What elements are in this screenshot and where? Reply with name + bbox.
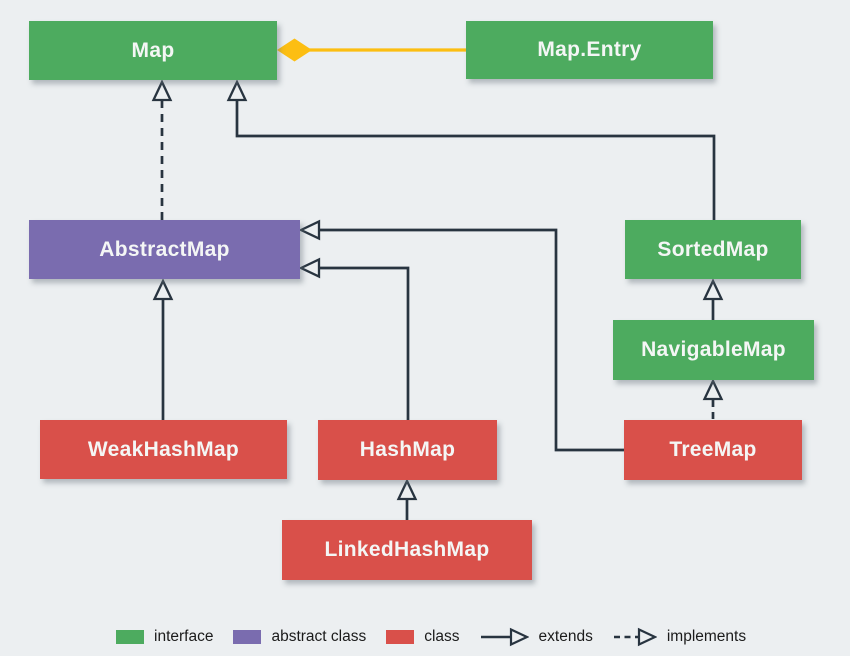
node-navigable-map: NavigableMap [613,320,814,380]
edge-hashmap-extends-abstractmap [298,257,410,420]
node-linked-hash-map-label: LinkedHashMap [324,538,490,561]
node-hash-map-label: HashMap [359,438,456,461]
edge-abstractmap-implements-map [151,79,173,220]
node-map-entry-label: Map.Entry [537,38,642,61]
arrowhead-up-icon [151,79,173,102]
node-weak-hash-map-label: WeakHashMap [87,437,240,461]
aggregation-diamond-icon [277,38,312,62]
legend-item-interface: interface [116,628,213,646]
edge-treemap-extends-abstractmap [298,219,624,452]
arrowhead-up-icon [396,478,418,501]
node-linked-hash-map: LinkedHashMap [282,520,532,580]
node-tree-map: TreeMap [624,420,802,480]
legend-label-abstract-class: abstract class [271,628,367,645]
abstract-class-color-swatch [233,630,262,644]
node-map-entry: Map.Entry [466,21,713,79]
solid-arrow-icon [480,627,529,647]
edge-weakhashmap-extends-abstractmap [152,278,174,420]
node-abstract-map-label: AbstractMap [99,237,230,261]
node-navigable-map-label: NavigableMap [641,338,786,361]
arrowhead-up-icon [702,378,724,401]
node-sorted-map: SortedMap [625,220,801,279]
legend-label-interface: interface [154,628,214,645]
node-hash-map: HashMap [318,420,497,480]
node-map: Map [29,21,277,80]
edge-map-aggregates-map-entry [277,38,466,62]
node-weak-hash-map: WeakHashMap [40,420,287,479]
arrowhead-up-icon [226,79,248,102]
edge-treemap-implements-navigablemap [702,378,724,420]
arrowhead-left-icon [298,219,321,241]
legend-label-implements: implements [666,628,747,645]
interface-color-swatch [116,630,144,644]
legend-item-implements: implements [613,627,746,647]
legend-item-class: class [386,628,460,646]
dashed-arrow-icon [613,627,657,647]
edge-navigablemap-extends-sortedmap [702,278,724,320]
legend-item-abstract-class: abstract class [233,628,366,646]
edge-linkedhashmap-extends-hashmap [396,478,418,520]
node-tree-map-label: TreeMap [669,438,757,461]
legend-label-extends: extends [538,628,593,645]
arrowhead-up-icon [702,278,724,301]
class-color-swatch [386,630,415,644]
arrowhead-up-icon [152,278,174,301]
node-abstract-map: AbstractMap [29,220,300,279]
arrowhead-left-icon [298,257,321,279]
node-sorted-map-label: SortedMap [657,237,769,261]
legend-item-extends: extends [480,627,593,647]
legend-label-class: class [424,628,460,645]
edge-sortedmap-extends-map [226,79,716,220]
node-map-label: Map [131,38,175,62]
legend: interface abstract class class extends i… [116,624,746,650]
